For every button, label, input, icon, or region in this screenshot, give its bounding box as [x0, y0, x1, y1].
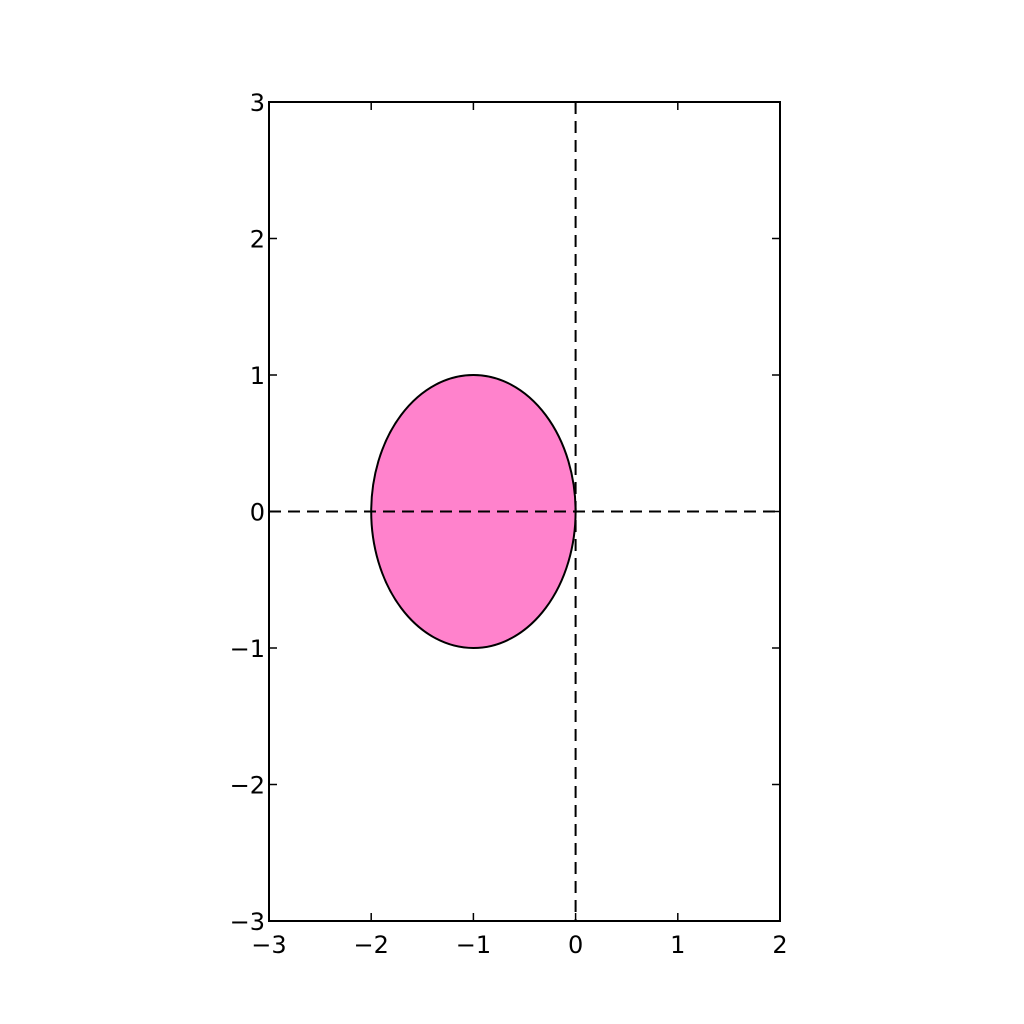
y-tick-label: −1 [230, 635, 265, 663]
y-tick-label: 1 [250, 362, 265, 390]
y-tick-label: −3 [230, 908, 265, 936]
x-tick-label: 0 [568, 931, 583, 959]
x-tick-label: −3 [251, 931, 286, 959]
y-tick-label: −2 [230, 772, 265, 800]
x-tick-label: 1 [670, 931, 685, 959]
x-tick-label: −2 [354, 931, 389, 959]
y-tick-label: 3 [250, 89, 265, 117]
x-tick-label: 2 [772, 931, 787, 959]
y-tick-label: 0 [250, 499, 265, 527]
y-tick-label: 2 [250, 226, 265, 254]
plot-area: −3 −2 −1 0 1 2 −3 −2 −1 0 1 2 3 [230, 89, 788, 959]
x-tick-label: −1 [456, 931, 491, 959]
